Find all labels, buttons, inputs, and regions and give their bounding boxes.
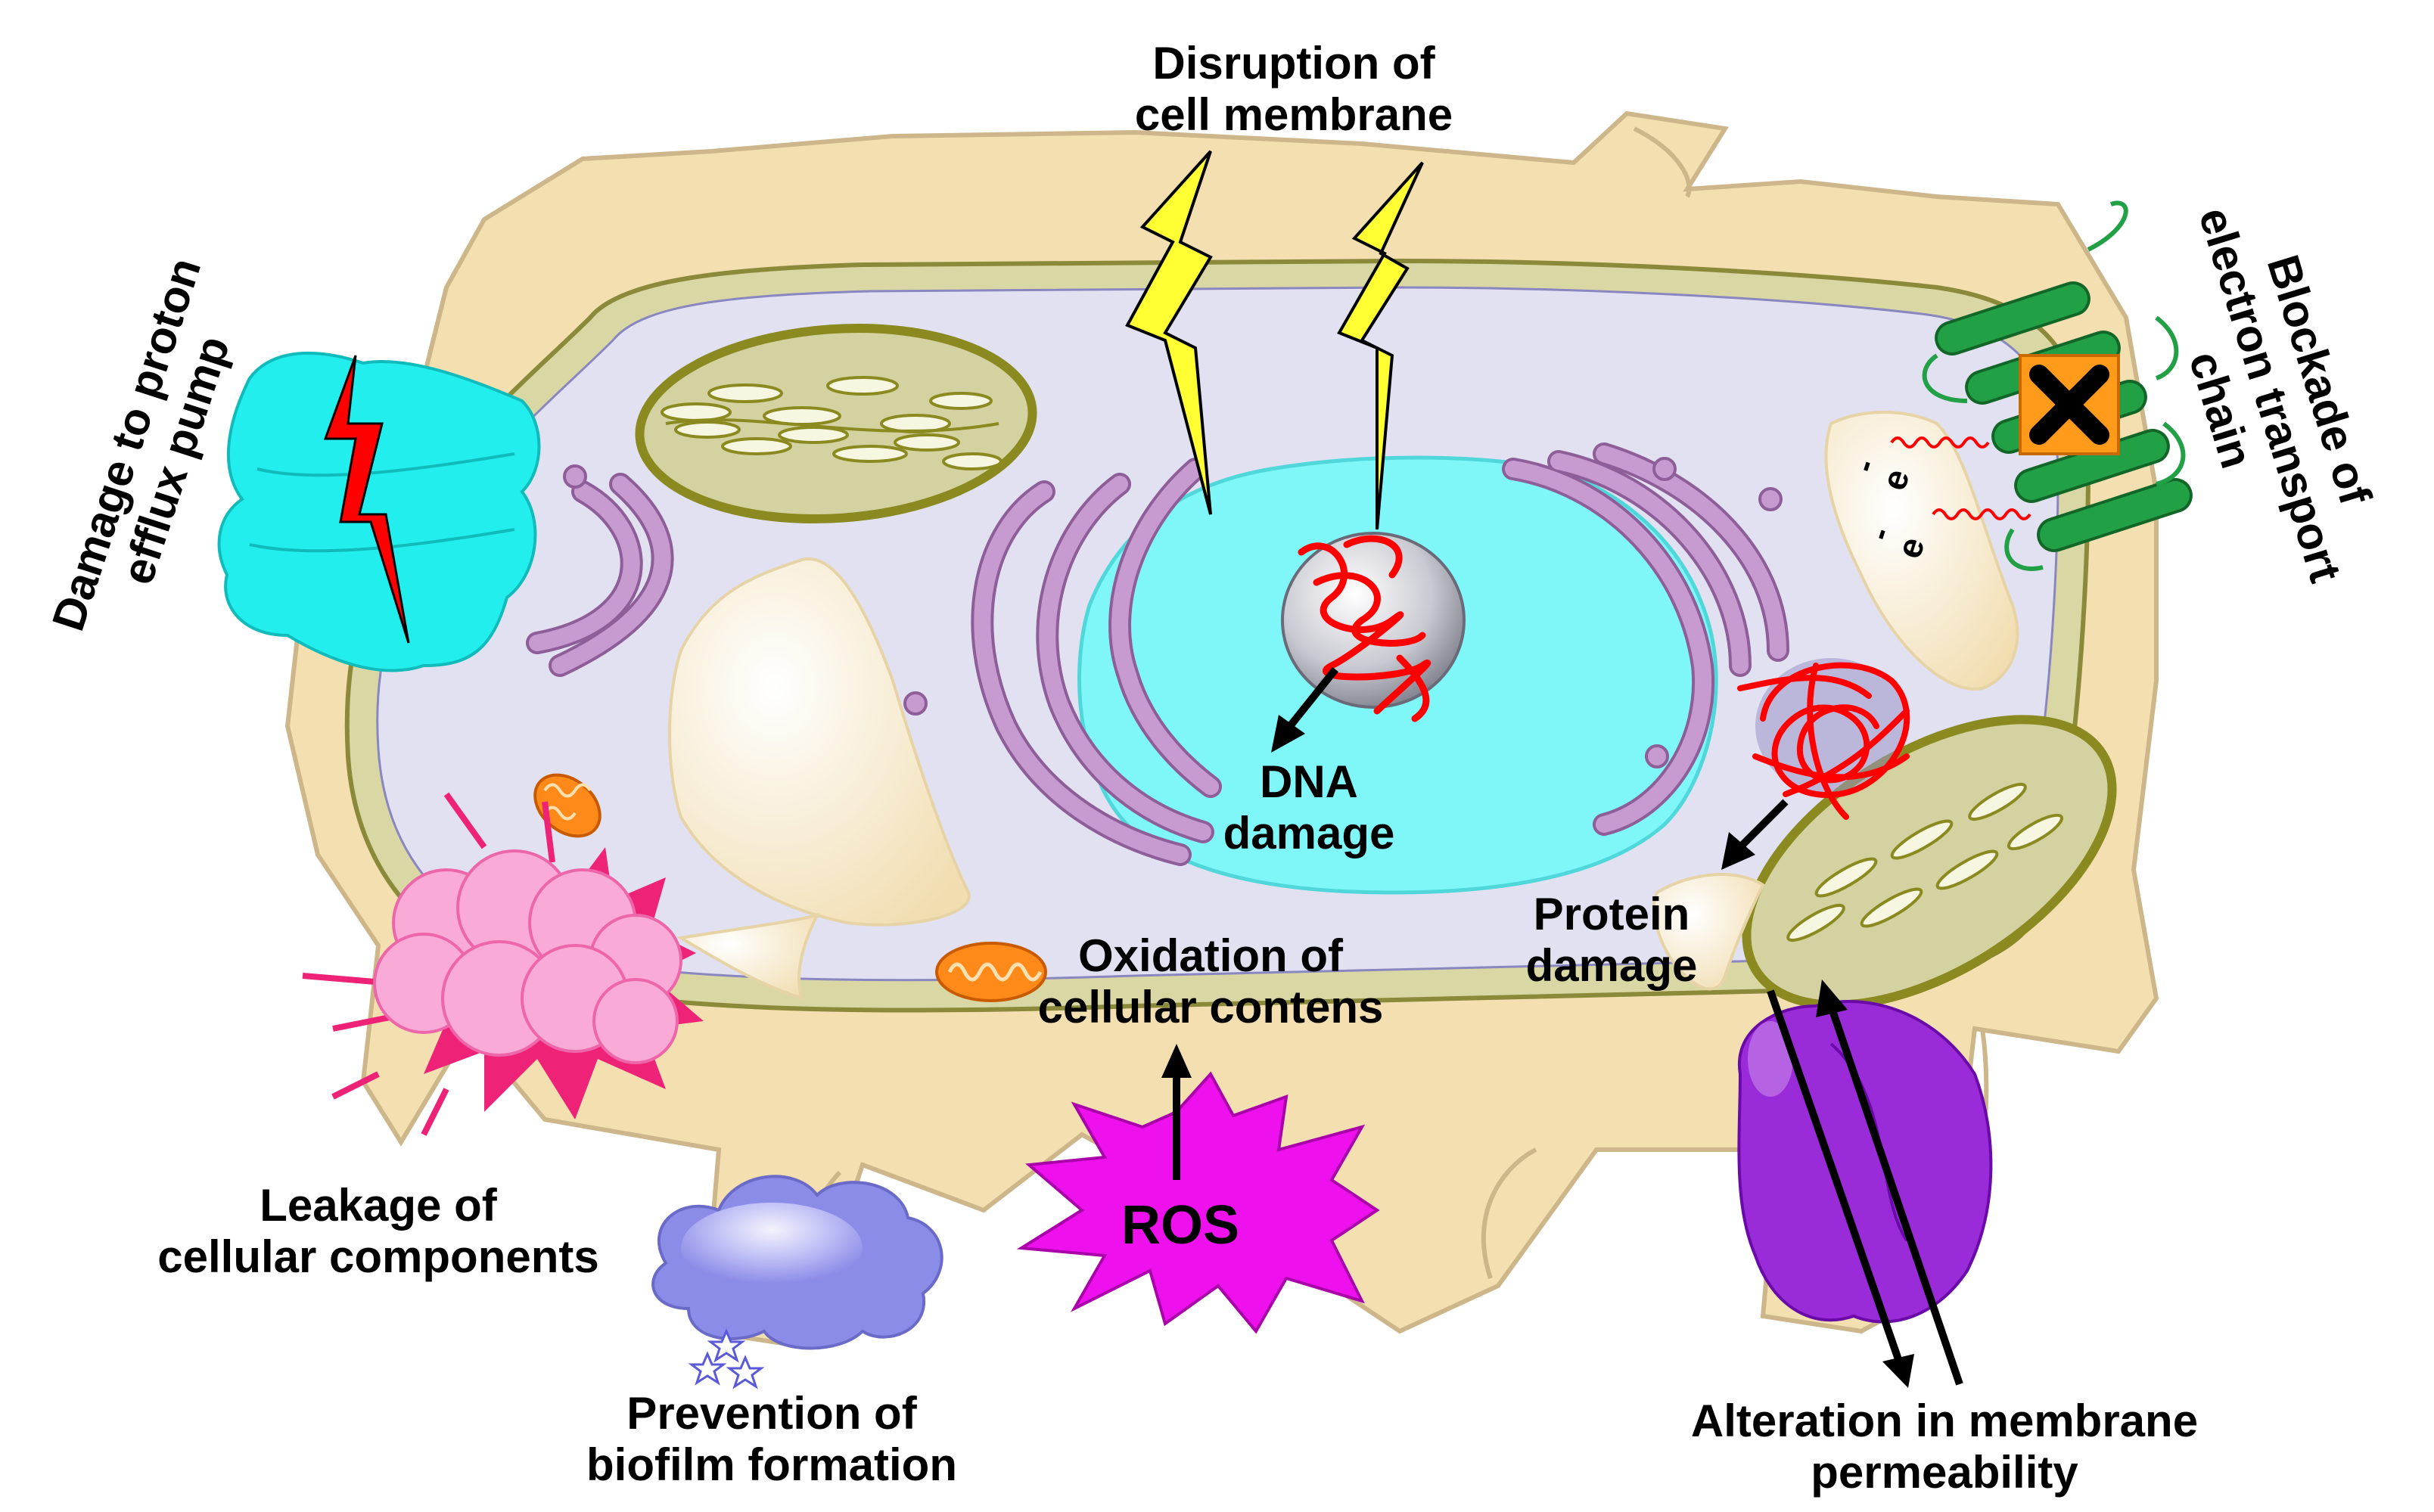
label-biofilm: Prevention of biofilm formation	[586, 1388, 957, 1490]
golgi-center-left-fill	[974, 461, 1219, 863]
label-ros: ROS	[1121, 1195, 1240, 1256]
mitochondrion-center	[935, 942, 1047, 1002]
arrows	[1161, 666, 1963, 1388]
mitochondrion-left	[533, 773, 602, 838]
leakage-burst	[302, 792, 704, 1136]
arrow-permeability-up	[1827, 1004, 1963, 1386]
lightning-bolt-right	[1337, 161, 1424, 530]
golgi-center-right-fill	[1505, 446, 1786, 833]
label-disruption: Disruption of cell membrane	[1134, 38, 1453, 140]
arrow-dna-head	[1271, 715, 1305, 753]
vacuole-right-top	[1824, 411, 2019, 691]
vacuole-protein	[1652, 873, 1765, 991]
label-permeability: Alteration in membrane permeability	[1690, 1396, 2199, 1498]
arrow-permeability-down-head	[1882, 1354, 1914, 1388]
chloroplast-bottom	[1742, 715, 2117, 1010]
label-oxidation: Oxidation of cellular contens	[1037, 930, 1384, 1032]
biofilm-cloud	[651, 1175, 943, 1389]
arrow-permeability-up-head	[1816, 980, 1848, 1017]
electron-squiggle	[1890, 436, 2031, 520]
chloroplast-top	[635, 323, 1037, 524]
arrow-protein	[1737, 799, 1789, 850]
lightning-bolt-left	[1125, 150, 1213, 515]
arrow-ros-head	[1161, 1044, 1192, 1078]
arrow-protein-head	[1721, 832, 1755, 870]
label-protein-damage: Protein damage	[1525, 889, 1698, 991]
arrow-permeability-down	[1767, 989, 1903, 1363]
golgi-left-outer-fill	[529, 476, 671, 674]
pump-damage-lightning	[323, 355, 410, 644]
ros-star	[1016, 1071, 1380, 1334]
vacuole-bottom-left	[676, 913, 820, 1001]
label-leakage: Leakage of cellular components	[157, 1180, 599, 1282]
label-dna-damage: DNA damage	[1223, 756, 1395, 858]
proton-efflux-pump	[217, 351, 541, 672]
dna-damaged-strand	[1298, 535, 1431, 722]
electron-transport-protein	[1922, 200, 2193, 571]
nucleolus	[1281, 532, 1466, 709]
vesicles	[563, 457, 1783, 768]
arrow-dna	[1287, 666, 1338, 729]
vacuole-left	[668, 557, 971, 927]
damaged-protein-tangle	[1737, 658, 1910, 820]
